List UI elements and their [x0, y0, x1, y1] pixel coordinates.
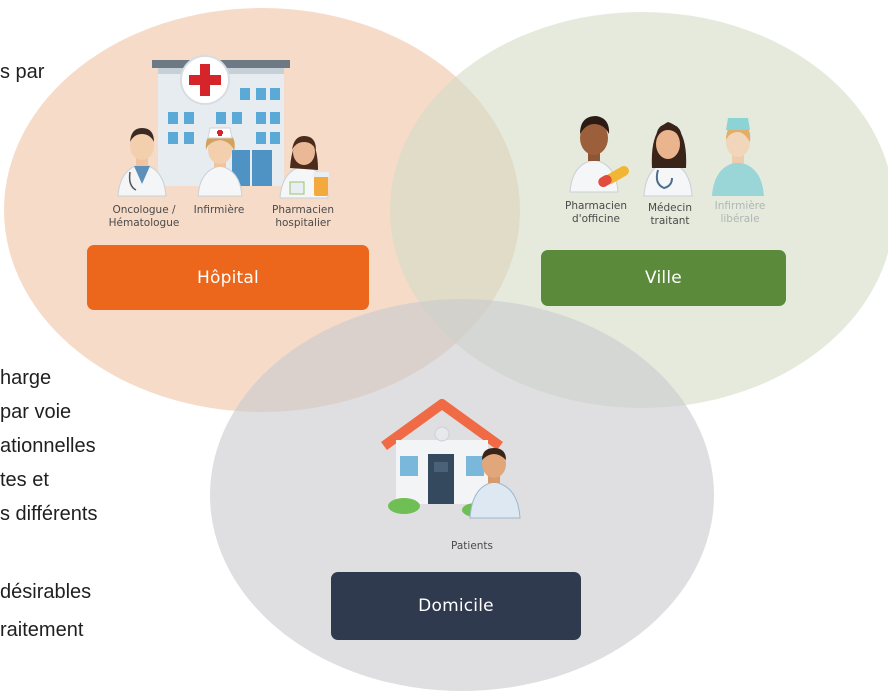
article-line: s par — [0, 61, 45, 83]
staff-label-general-practitioner: Médecin traitant — [648, 202, 692, 227]
house-icon — [381, 399, 503, 517]
article-line: tes et — [0, 469, 49, 491]
staff-label-city-pharmacist: Pharmacien d'officine — [564, 200, 628, 225]
patient-icon — [469, 448, 521, 519]
staff-label-oncologist: Oncologue / Hématologue — [108, 204, 180, 229]
hospital-nurse-icon — [197, 127, 243, 197]
article-line: raitement — [0, 619, 84, 641]
article-line: ationnelles — [0, 435, 96, 457]
article-line: harge — [0, 367, 52, 389]
domicile-button[interactable]: Domicile — [331, 572, 581, 640]
ville-button[interactable]: Ville — [541, 250, 786, 306]
hopital-button[interactable]: Hôpital — [87, 245, 369, 310]
liberal-nurse-icon — [712, 118, 764, 196]
city-pharmacist-icon — [569, 116, 629, 193]
staff-label-hospital-nurse: Infirmière — [193, 204, 245, 216]
oncologist-icon — [117, 128, 167, 197]
article-line: désirables — [0, 581, 92, 603]
staff-label-hospital-pharmacist: Pharmacien hospitalier — [271, 204, 335, 229]
general-practitioner-icon — [643, 122, 693, 197]
hospital-pharmacist-icon — [279, 136, 329, 199]
article-line: par voie — [0, 401, 72, 423]
article-line: s différents — [0, 503, 98, 525]
patients-label: Patients — [450, 540, 494, 552]
staff-label-liberal-nurse: Infirmière libérale — [714, 200, 766, 225]
